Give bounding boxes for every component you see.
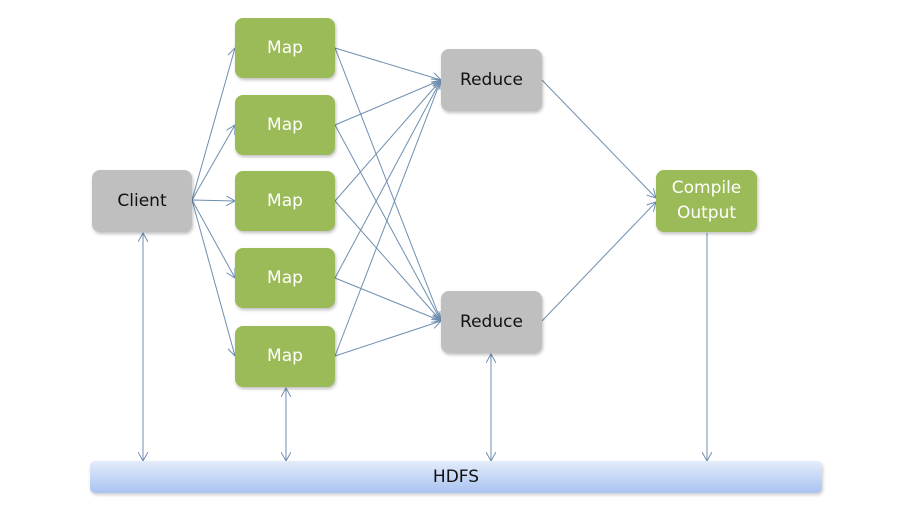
- map-node-3: Map: [235, 171, 335, 231]
- arrow-map-3-to-reduce-2: [334, 200, 441, 321]
- arrow-reduce-1-to-compile: [541, 79, 656, 198]
- reduce-node-1: Reduce: [441, 49, 542, 111]
- map-node-4: Map: [235, 248, 335, 308]
- map-node-1: Map: [235, 18, 335, 78]
- arrow-client-to-map-1: [191, 48, 235, 201]
- arrow-map-1-to-reduce-1: [334, 47, 441, 80]
- arrow-map-2-to-reduce-2: [334, 124, 441, 321]
- reduce-node-2: Reduce: [441, 291, 542, 353]
- arrow-map-4-to-reduce-2: [334, 277, 441, 321]
- arrow-map-5-to-reduce-2: [334, 321, 441, 357]
- arrow-client-to-map-5: [191, 199, 235, 356]
- arrow-map-3-to-reduce-1: [334, 80, 441, 202]
- map-node-2: Map: [235, 95, 335, 155]
- arrow-client-to-map-4: [191, 199, 235, 278]
- arrow-map-4-to-reduce-1: [334, 80, 441, 279]
- arrow-map-2-to-reduce-1: [334, 80, 441, 126]
- arrow-map-5-to-reduce-1: [334, 80, 441, 357]
- arrow-client-to-map-3: [191, 200, 235, 201]
- compile-output-node: Compile Output: [656, 170, 757, 232]
- map-node-5: Map: [235, 326, 335, 387]
- arrow-client-to-map-2: [191, 125, 235, 201]
- arrow-map-1-to-reduce-2: [334, 47, 441, 321]
- arrow-reduce-2-to-compile: [541, 202, 656, 322]
- client-node: Client: [92, 170, 192, 232]
- hdfs-bar: HDFS: [90, 461, 822, 493]
